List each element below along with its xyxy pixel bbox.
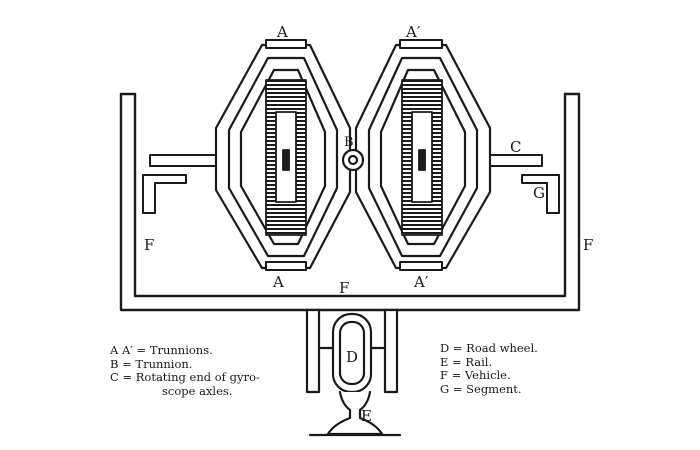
road-wheel-assembly (305, 308, 399, 394)
legend-item: G = Segment. (440, 381, 522, 396)
label-f-left: F (144, 236, 154, 254)
label-c: C (510, 138, 521, 156)
right-gyroscope-wheel (401, 79, 443, 236)
label-e: E (361, 407, 372, 425)
legend-item: F = Vehicle. (440, 368, 511, 382)
legend-item: D = Road wheel. (440, 341, 538, 355)
label-a-prime-bottom: A′ (413, 273, 429, 291)
label-g: G (533, 184, 545, 202)
legend-item: B = Trunnion. (110, 356, 193, 371)
legend-left: A A′ = Trunnions. B = Trunnion. C = Rota… (110, 343, 260, 398)
central-trunnion-b (341, 148, 365, 172)
label-b: B (344, 135, 354, 150)
legend-item: C = Rotating end of gyro- (110, 370, 260, 384)
label-d: D (346, 348, 358, 366)
label-f-bottom: F (339, 279, 349, 297)
segment-left (142, 174, 187, 214)
trunnion-a-caps (265, 39, 443, 271)
vehicle-frame (119, 92, 581, 312)
segment-right (521, 174, 560, 214)
label-a-bottom: A (272, 273, 284, 291)
legend-right: D = Road wheel. E = Rail. F = Vehicle. G… (440, 341, 538, 396)
legend-item: scope axles. (162, 383, 233, 398)
label-a-prime-top: A′ (405, 23, 421, 41)
left-gyroscope-wheel (265, 79, 307, 236)
rail (308, 390, 402, 437)
legend-item: A A′ = Trunnions. (110, 343, 213, 357)
label-a-top: A (276, 23, 288, 41)
label-f-right: F (583, 236, 593, 254)
legend-item: E = Rail. (440, 354, 493, 369)
